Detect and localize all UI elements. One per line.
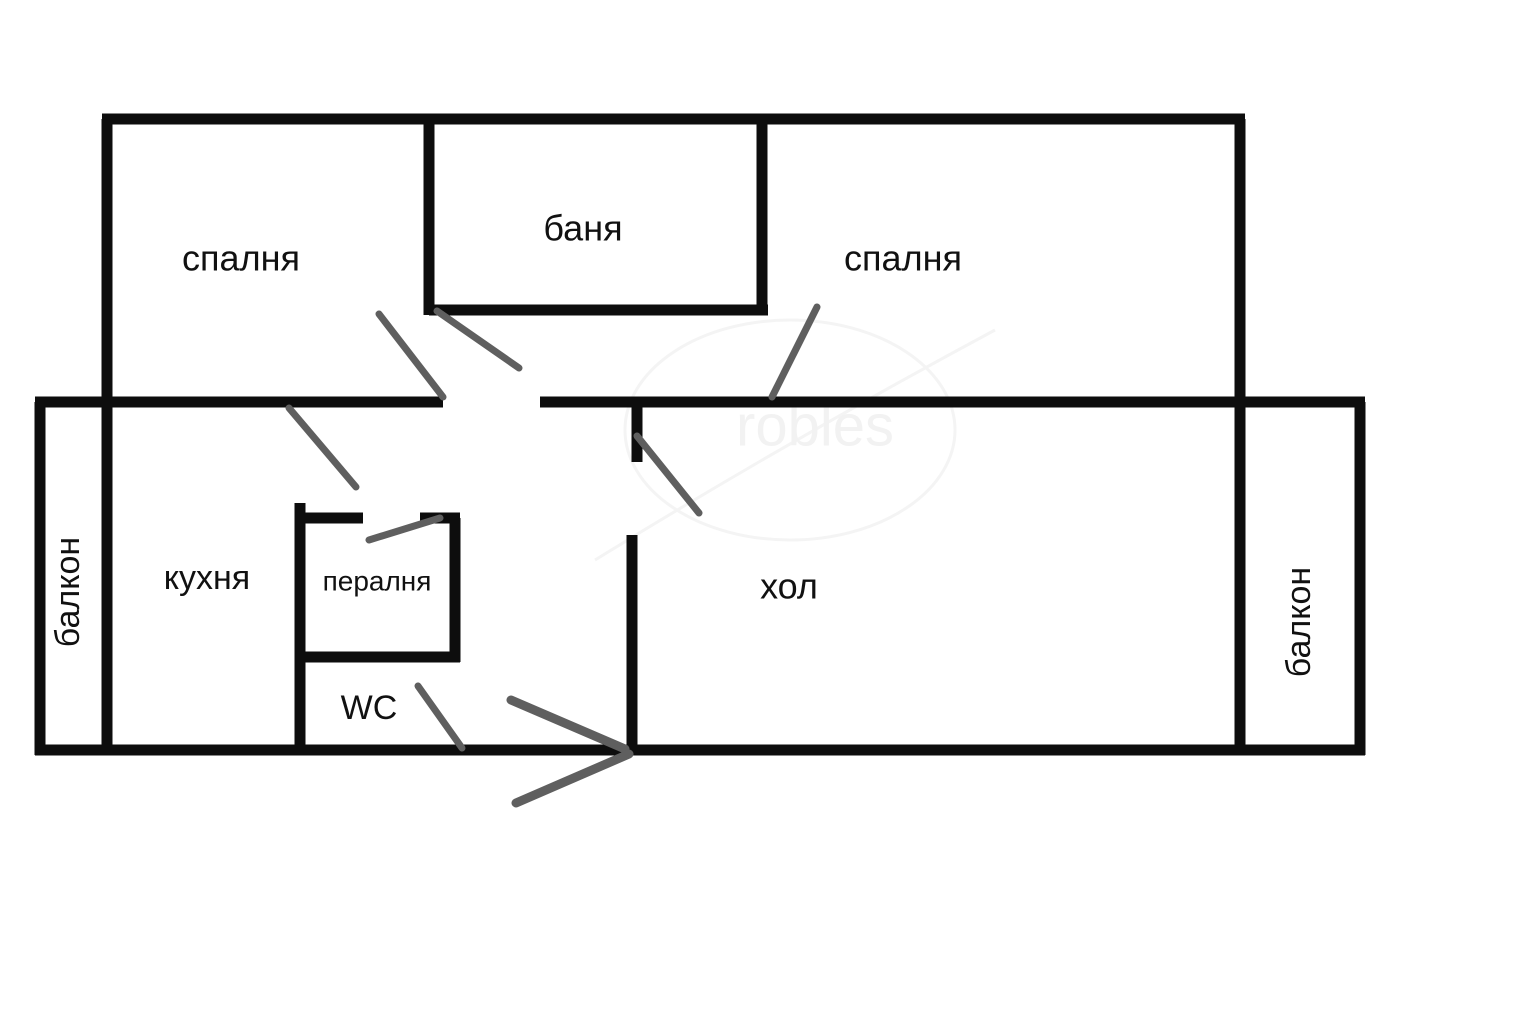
hall-door-upper: [633, 432, 703, 517]
room-label-wc: WC: [341, 689, 398, 727]
room-label-hall: хол: [760, 566, 818, 607]
room-label-balcony-right: балкон: [1280, 567, 1318, 677]
laundry-door: [365, 514, 444, 544]
room-label-bedroom-right: спалня: [844, 238, 962, 279]
wc-door: [414, 682, 466, 752]
walls-layer: [34, 113, 1366, 756]
bedroom-left-door: [375, 310, 447, 401]
door-swings-layer: [285, 303, 821, 808]
watermark-curve: [594, 328, 996, 562]
bathroom-door: [433, 307, 523, 372]
room-label-bedroom-left: спалня: [182, 238, 300, 279]
room-label-kitchen: кухня: [164, 559, 250, 597]
kitchen-door: [285, 404, 360, 491]
bedroom-right-door: [768, 303, 821, 401]
room-label-laundry: пералня: [323, 565, 432, 596]
entrance-door-leaf: [506, 695, 630, 754]
room-label-balcony-left: балкон: [49, 537, 87, 647]
room-label-bathroom: баня: [543, 208, 622, 249]
watermark-arc: [623, 318, 957, 542]
entrance-door-swing: [511, 749, 634, 808]
